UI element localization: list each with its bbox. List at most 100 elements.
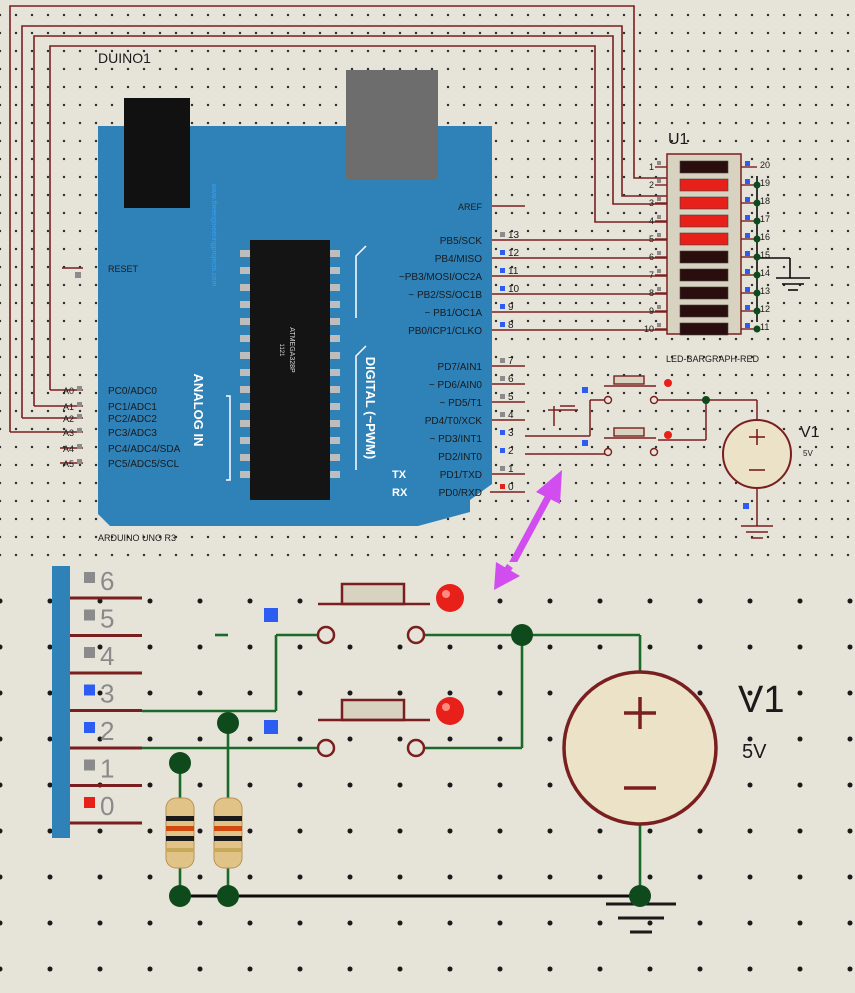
zoom-pin-marker [264, 608, 278, 622]
digital-pin[interactable] [500, 358, 505, 363]
v1-ref: V1 [800, 424, 820, 441]
zoom-pin-square[interactable] [84, 722, 95, 733]
chip-pin [240, 403, 250, 410]
zoom-voltage-source[interactable] [562, 670, 718, 826]
button2-cap[interactable] [613, 427, 645, 437]
digital-pin-number: 6 [508, 374, 514, 385]
zoom-arrow-icon [509, 470, 562, 562]
zoom-push-button-1[interactable] [316, 582, 464, 645]
digital-pin[interactable] [500, 250, 505, 255]
analog-pin[interactable] [77, 428, 82, 433]
junction-dot [753, 307, 761, 315]
zoom-push-button-2[interactable] [316, 697, 464, 758]
button1-state-icon [664, 379, 672, 387]
usb-connector [346, 70, 438, 180]
digital-pin[interactable] [500, 376, 505, 381]
analog-pin[interactable] [77, 386, 82, 391]
analog-pin[interactable] [77, 402, 82, 407]
digital-pin[interactable] [500, 304, 505, 309]
digital-pin[interactable] [500, 484, 505, 489]
bargraph-left-pin: 6 [649, 252, 654, 262]
bargraph-right-pin: 12 [760, 304, 770, 314]
junction-dot [753, 289, 761, 297]
zoom-pin-square[interactable] [84, 759, 95, 771]
analog-pin-name: PC0/ADC0 [108, 386, 157, 397]
bargraph-segment [679, 304, 729, 318]
analog-pin-number: A0 [63, 386, 74, 396]
resistor-1[interactable] [165, 797, 195, 869]
bargraph-segment [679, 214, 729, 228]
analog-pin[interactable] [77, 414, 82, 419]
digital-pin[interactable] [500, 232, 505, 237]
zoom-pin-square[interactable] [84, 609, 95, 621]
junction-dot [753, 217, 761, 225]
digital-pin[interactable] [500, 268, 505, 273]
zoom-pin-marker [264, 720, 278, 734]
digital-pin-name: PB4/MISO [435, 254, 482, 265]
digital-bracket-bottom [355, 345, 367, 470]
power-jack [124, 98, 190, 208]
chip-pin [330, 335, 340, 342]
analog-pin[interactable] [77, 459, 82, 464]
bargraph-right-pin: 19 [760, 178, 770, 188]
zoom-pin-number: 4 [100, 641, 114, 671]
bargraph-left-pin: 5 [649, 234, 654, 244]
zoom-pin-square[interactable] [84, 572, 95, 583]
analog-pin-name: PC5/ADC5/SCL [108, 459, 180, 470]
arduino-board[interactable]: ATMEGA328P 1121 www.theengineeringprojec… [75, 50, 492, 543]
junction-dot [753, 325, 761, 333]
bargraph-segment [679, 160, 729, 174]
digital-pin-number: 9 [508, 302, 514, 313]
zoom-pin-number: 0 [100, 791, 114, 821]
zoom-pin-square[interactable] [84, 797, 95, 808]
digital-pin[interactable] [500, 430, 505, 435]
analog-in-label: ANALOG IN [191, 374, 206, 447]
chip-label: ATMEGA328P [288, 327, 295, 373]
digital-pin-number: 10 [508, 284, 520, 295]
voltage-source-v1[interactable] [722, 419, 792, 489]
digital-pin-name: ~ PD3/INT1 [429, 434, 482, 445]
digital-pin[interactable] [500, 448, 505, 453]
zoom-board-edge [52, 566, 70, 838]
chip-pin [330, 301, 340, 308]
digital-pin-name: PD7/AIN1 [438, 362, 483, 373]
chip-pin [240, 267, 250, 274]
digital-pin-name: ~ PD6/AIN0 [429, 380, 483, 391]
rx-label: RX [392, 487, 408, 499]
resistor-2[interactable] [213, 797, 243, 869]
analog-pin[interactable] [77, 444, 82, 449]
analog-to-bargraph-wires [9, 5, 667, 464]
analog-pin-name: PC4/ADC4/SDA [108, 444, 181, 455]
bargraph-segment [679, 232, 729, 246]
digital-pin[interactable] [500, 286, 505, 291]
bargraph-segment [679, 286, 729, 300]
digital-pin-name: ~ PB2/SS/OC1B [408, 290, 482, 301]
reset-pin[interactable] [75, 272, 81, 278]
zoom-pin-square[interactable] [84, 684, 95, 696]
digital-pin[interactable] [500, 322, 505, 327]
digital-pin-number: 1 [508, 464, 514, 475]
bargraph-segment [679, 268, 729, 282]
zoom-pin-square[interactable] [84, 647, 95, 658]
aref-label: AREF [458, 202, 483, 212]
analog-pin-number: A1 [63, 402, 74, 412]
button2-state-icon [664, 431, 672, 439]
bargraph-right-pin: 13 [760, 286, 770, 296]
digital-pin[interactable] [500, 466, 505, 471]
bargraph-right-pin: 17 [760, 214, 770, 224]
analog-pin-number: A5 [63, 459, 74, 469]
digital-pin[interactable] [500, 412, 505, 417]
junction-dot [753, 271, 761, 279]
digital-pin-name: PD2/INT0 [438, 452, 482, 463]
bargraph-left-pin: 2 [649, 180, 654, 190]
bargraph-name: LED-BARGRAPH-RED [666, 354, 760, 364]
button1-cap[interactable] [613, 375, 645, 385]
digital-pin[interactable] [500, 394, 505, 399]
bargraph-right-pin: 14 [760, 268, 770, 278]
